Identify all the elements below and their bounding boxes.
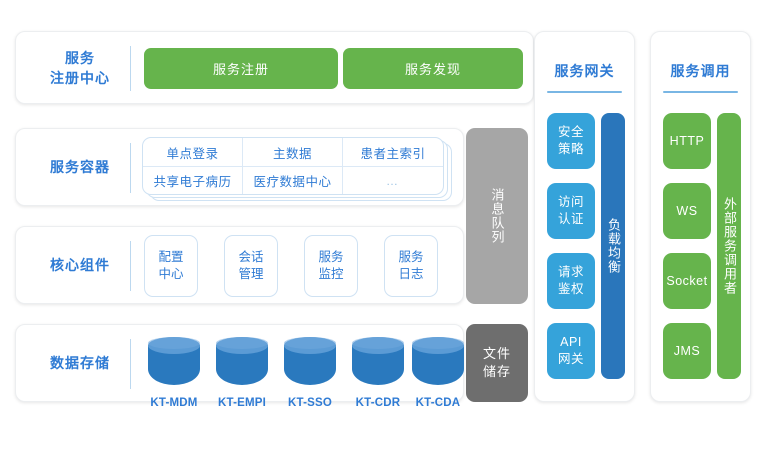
gateway-chip-request-authorization[interactable]: 请求 鉴权 xyxy=(547,253,595,309)
cylinder-highlight xyxy=(216,337,268,349)
column-divider-service-gateway xyxy=(547,91,622,93)
service-register-button[interactable]: 服务注册 xyxy=(144,48,338,89)
gateway-sidebar-load-balancing[interactable]: 负载均衡 xyxy=(601,113,625,379)
row-divider-data-storage xyxy=(130,339,131,389)
core-box-service-log[interactable]: 服务 日志 xyxy=(384,235,438,297)
service-discovery-button[interactable]: 服务发现 xyxy=(343,48,523,89)
row-label-core-components: 核心组件 xyxy=(50,257,110,273)
database-label-kt-sso: KT-SSO xyxy=(287,397,332,409)
service-cell-shared-emr[interactable]: 共享电子病历 xyxy=(143,166,243,194)
service-cell-patient-index[interactable]: 患者主索引 xyxy=(360,146,426,161)
row-service-container: 服务容器 单点登录 主数据 患者主索引 共享电子病历 医疗数据中心 … xyxy=(15,128,464,206)
row-data-storage: 数据存储 KT-MDM KT-EMPI KT-SSO KT-CDR xyxy=(15,324,464,409)
row-label-data-storage: 数据存储 xyxy=(50,355,110,371)
database-cylinder-kt-sso[interactable] xyxy=(284,337,336,393)
service-cell-sso[interactable]: 单点登录 xyxy=(143,138,243,166)
file-storage-box[interactable]: 文件 储存 xyxy=(466,324,528,402)
invocation-chip-jms[interactable]: JMS xyxy=(663,323,711,379)
row-divider-service-container xyxy=(130,143,131,193)
row-label-service-container: 服务容器 xyxy=(50,159,110,175)
column-title-service-invocation: 服务调用 xyxy=(670,63,731,79)
row-service-registry: 服务 注册中心 服务注册 服务发现 xyxy=(15,31,534,104)
column-title-service-gateway: 服务网关 xyxy=(554,63,615,79)
column-service-invocation: 服务调用 HTTP WS Socket JMS 外部服务调用者 xyxy=(650,31,751,402)
gateway-chip-security-policy[interactable]: 安全 策略 xyxy=(547,113,595,169)
core-box-session-management[interactable]: 会话 管理 xyxy=(224,235,278,297)
service-cell-more[interactable]: … xyxy=(343,166,443,194)
service-container-grid: 单点登录 主数据 患者主索引 共享电子病历 医疗数据中心 … xyxy=(142,137,444,195)
row-divider-service-registry xyxy=(130,46,131,91)
row-label-service-registry: 服务 注册中心 xyxy=(50,49,110,86)
gateway-chip-access-auth[interactable]: 访问 认证 xyxy=(547,183,595,239)
invocation-chip-http[interactable]: HTTP xyxy=(663,113,711,169)
core-box-config-center[interactable]: 配置 中心 xyxy=(144,235,198,297)
service-cell-medical-data-center[interactable]: 医疗数据中心 xyxy=(243,166,343,194)
gateway-chip-api-gateway[interactable]: API 网关 xyxy=(547,323,595,379)
core-box-service-monitoring[interactable]: 服务 监控 xyxy=(304,235,358,297)
database-cylinder-kt-cda[interactable] xyxy=(412,337,464,393)
invocation-chip-ws[interactable]: WS xyxy=(663,183,711,239)
row-divider-core-components xyxy=(130,241,131,291)
invocation-sidebar-external-consumer[interactable]: 外部服务调用者 xyxy=(717,113,741,379)
message-queue-box[interactable]: 消息队列 xyxy=(466,128,528,304)
cylinder-highlight xyxy=(284,337,336,349)
column-divider-service-invocation xyxy=(663,91,738,93)
cylinder-highlight xyxy=(352,337,404,349)
column-service-gateway: 服务网关 安全 策略 访问 认证 请求 鉴权 API 网关 负载均衡 xyxy=(534,31,635,402)
invocation-chip-socket[interactable]: Socket xyxy=(663,253,711,309)
database-cylinder-kt-cdr[interactable] xyxy=(352,337,404,393)
database-label-kt-cdr: KT-CDR xyxy=(355,397,401,409)
database-label-kt-empi: KT-EMPI xyxy=(217,397,267,409)
database-cylinder-kt-mdm[interactable] xyxy=(148,337,200,393)
database-label-kt-cda: KT-CDA xyxy=(415,397,461,409)
row-core-components: 核心组件 配置 中心 会话 管理 服务 监控 服务 日志 xyxy=(15,226,464,304)
database-label-kt-mdm: KT-MDM xyxy=(150,397,198,409)
database-cylinder-kt-empi[interactable] xyxy=(216,337,268,393)
cylinder-highlight xyxy=(148,337,200,349)
service-cell-master-data[interactable]: 主数据 xyxy=(243,138,343,166)
cylinder-highlight xyxy=(412,337,464,349)
